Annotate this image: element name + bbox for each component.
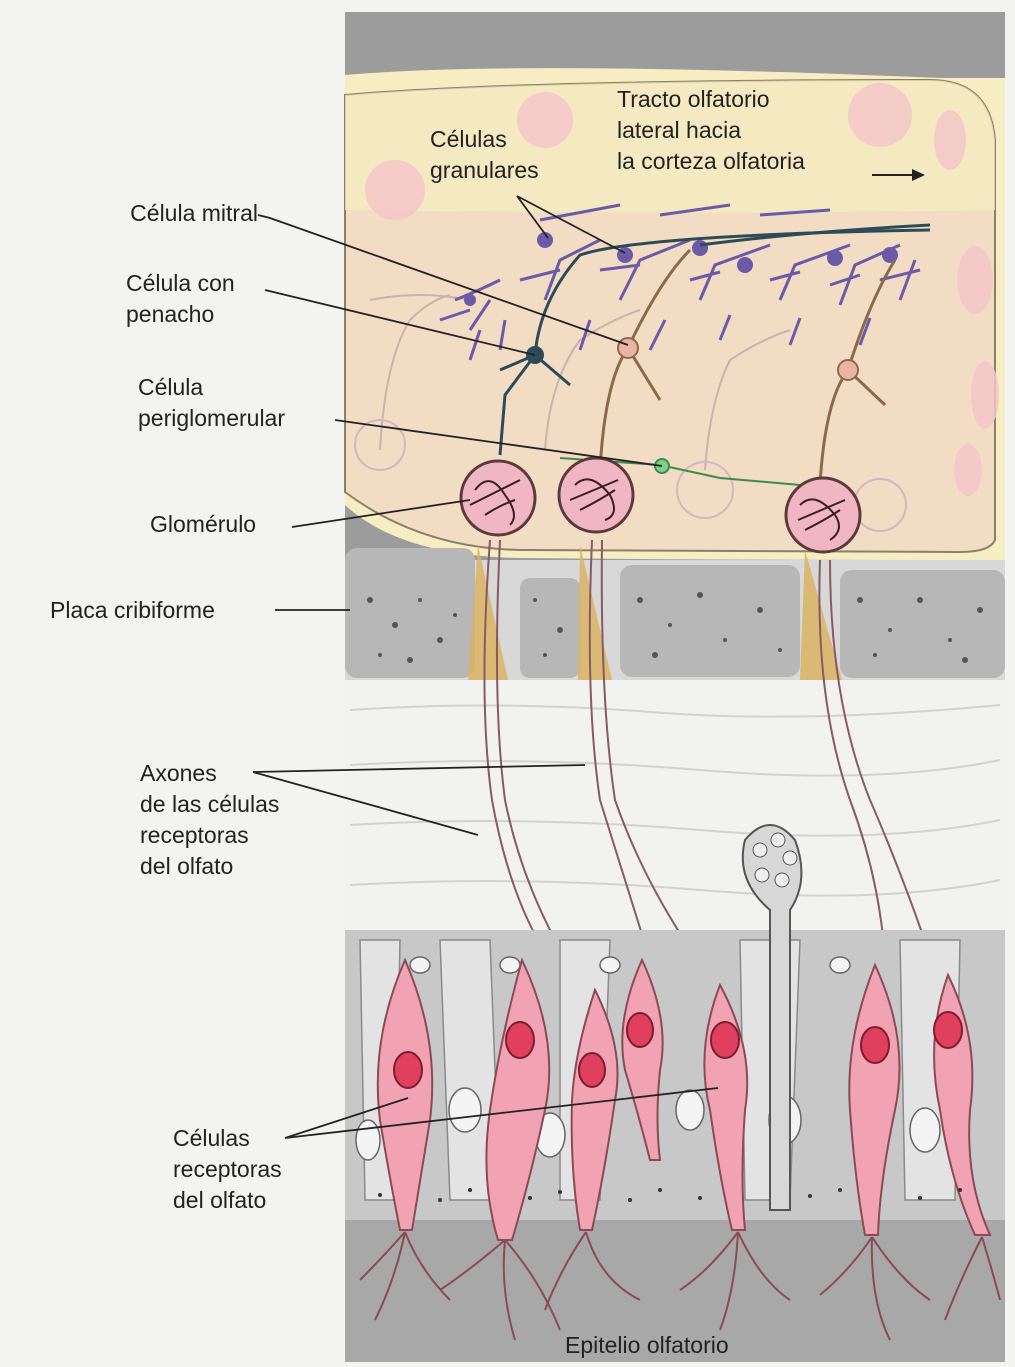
bone-block bbox=[620, 565, 800, 677]
label-mitral-cell: Célula mitral bbox=[80, 198, 258, 229]
granule-cell bbox=[464, 294, 476, 306]
mitral-cell-body bbox=[618, 338, 638, 358]
label-line: Célula bbox=[138, 372, 285, 403]
bundle bbox=[934, 110, 966, 170]
label-line: Células bbox=[173, 1123, 282, 1154]
bundle bbox=[954, 444, 982, 496]
granule-cell bbox=[737, 257, 753, 273]
label-line: receptoras bbox=[173, 1154, 282, 1185]
granule-cell bbox=[692, 240, 708, 256]
label-axons: Axones de las células receptoras del olf… bbox=[140, 758, 279, 882]
label-tufted-cell: Célula con penacho bbox=[126, 268, 235, 330]
label-line: del olfato bbox=[173, 1185, 282, 1216]
glomerulus bbox=[559, 458, 633, 532]
label-line: Célula con bbox=[126, 268, 235, 299]
bone-block bbox=[520, 578, 580, 678]
bundle bbox=[365, 160, 425, 220]
glomerulus bbox=[786, 478, 860, 552]
label-line: Tracto olfatorio bbox=[617, 84, 805, 115]
label-glomerulus: Glomérulo bbox=[150, 509, 256, 540]
mitral-cell-body bbox=[838, 360, 858, 380]
bone-block bbox=[840, 570, 1005, 678]
label-line: receptoras bbox=[140, 820, 279, 851]
label-line: periglomerular bbox=[138, 403, 285, 434]
label-line: Axones bbox=[140, 758, 279, 789]
label-line: del olfato bbox=[140, 851, 279, 882]
label-epithelium: Epitelio olfatorio bbox=[565, 1330, 729, 1361]
label-line: lateral hacia bbox=[617, 115, 805, 146]
bundle bbox=[957, 246, 993, 314]
bundle bbox=[848, 83, 912, 147]
label-line: Células bbox=[430, 124, 539, 155]
label-granular-cells: Células granulares bbox=[430, 124, 539, 186]
label-olfactory-tract: Tracto olfatorio lateral hacia la cortez… bbox=[617, 84, 805, 177]
label-line: de las células bbox=[140, 789, 279, 820]
label-line: la corteza olfatoria bbox=[617, 146, 805, 177]
cribriform-plate bbox=[345, 545, 1005, 680]
label-periglomerular-cell: Célula periglomerular bbox=[138, 372, 285, 434]
label-line: granulares bbox=[430, 155, 539, 186]
glomerulus bbox=[461, 461, 535, 535]
label-cribriform-plate: Placa cribiforme bbox=[50, 595, 215, 626]
label-line: penacho bbox=[126, 299, 235, 330]
label-receptor-cells: Células receptoras del olfato bbox=[173, 1123, 282, 1216]
granule-cell bbox=[827, 250, 843, 266]
bundle bbox=[971, 361, 999, 429]
